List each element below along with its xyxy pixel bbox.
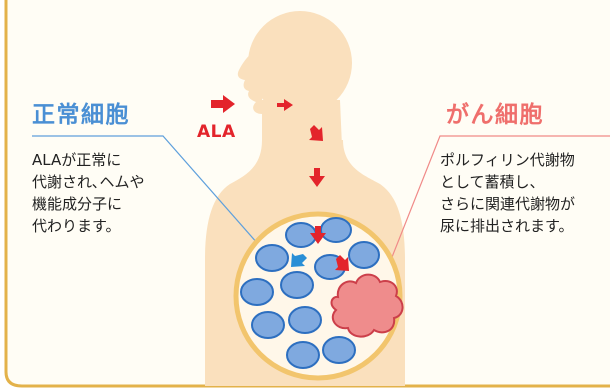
arrow-down-left-icon <box>291 253 307 267</box>
description-line: 機能成分子に <box>32 195 123 213</box>
arrow-down-icon <box>310 226 326 244</box>
normal-cell <box>320 217 352 243</box>
normal-cells <box>240 217 380 369</box>
cancer-cell <box>330 273 404 338</box>
description-line: ポルフィリン代謝物 <box>440 151 575 169</box>
arrow-right-icon <box>211 95 235 113</box>
description-line: として蓄積し、 <box>440 173 545 191</box>
normal-cell <box>251 311 285 339</box>
description-line: 代わります。 <box>32 217 121 235</box>
description-line: ALAが正常に <box>32 151 122 169</box>
arrow-down-icon <box>309 168 325 187</box>
normal-cell <box>348 241 380 269</box>
normal-cell-title: 正常細胞 <box>32 102 130 128</box>
head <box>248 11 352 115</box>
cancer-cell-description: ポルフィリン代謝物 として蓄積し、 さらに関連代謝物が 尿に排出されます。 <box>440 149 575 237</box>
description-line: さらに関連代謝物が <box>440 195 576 213</box>
normal-cell <box>280 271 314 299</box>
normal-cell <box>286 341 320 369</box>
arrow-right-icon <box>277 99 293 111</box>
normal-cell <box>322 336 356 364</box>
ala-flow-arrows <box>211 95 349 271</box>
normal-cell-description: ALAが正常に 代謝され､ヘムや 機能成分子に 代わります。 <box>32 149 145 237</box>
description-line: 代謝され､ヘムや <box>32 173 145 191</box>
normal-callout-line <box>32 135 259 245</box>
arrow-down-right-icon <box>309 125 323 141</box>
description-line: 尿に排出されます。 <box>440 217 574 235</box>
face-profile <box>237 46 262 114</box>
cancer-cell-title: がん細胞 <box>446 102 544 128</box>
cancer-callout-line <box>374 135 610 301</box>
normal-cell <box>288 306 322 334</box>
ala-label: ALA <box>197 122 236 142</box>
arrow-down-right-icon <box>335 255 349 271</box>
normal-cell <box>240 278 274 306</box>
normal-cell <box>255 244 289 272</box>
